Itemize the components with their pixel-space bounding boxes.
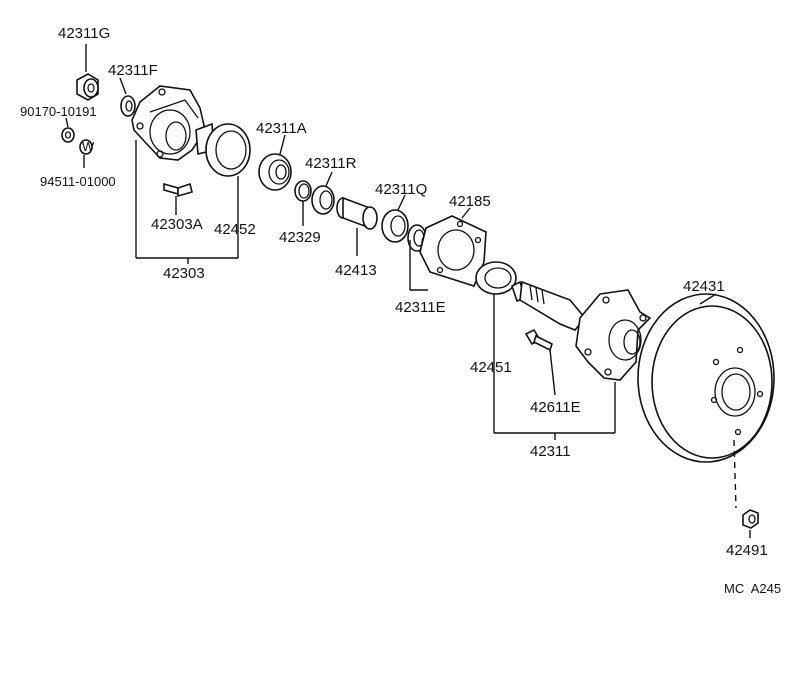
label-42303: 42303 — [163, 265, 205, 282]
seal-42451 — [475, 261, 517, 295]
diagram-code: MC A245 — [724, 581, 781, 596]
svg-text:W: W — [82, 139, 95, 154]
label-42185: 42185 — [449, 193, 491, 210]
label-42413: 42413 — [335, 262, 377, 279]
lock-nut-42311g — [76, 73, 99, 101]
leader-lines — [65, 44, 751, 538]
label-42311r: 42311R — [305, 155, 357, 172]
label-42431: 42431 — [683, 278, 725, 295]
label-42311g: 42311G — [58, 25, 110, 42]
label-42311q: 42311Q — [375, 181, 427, 198]
bearing-42311q — [381, 209, 409, 243]
nut-42491 — [742, 509, 759, 529]
label-42329: 42329 — [279, 229, 321, 246]
label-42303a: 42303A — [151, 216, 203, 233]
brake-disc-42431 — [637, 293, 775, 463]
label-42611e: 42611E — [530, 399, 581, 416]
nut-90170 — [61, 127, 75, 143]
label-42311f: 42311F — [108, 62, 158, 79]
oil-seal-42452 — [205, 123, 251, 177]
label-42491: 42491 — [726, 542, 768, 559]
washer-94511: W — [79, 139, 95, 155]
axle-shaft-42311 — [511, 280, 652, 381]
hub-bolt-42611e — [524, 328, 553, 352]
label-42311a: 42311A — [256, 120, 307, 137]
label-42452: 42452 — [214, 221, 256, 238]
bearing-42311a — [258, 153, 292, 191]
label-42451: 42451 — [470, 359, 512, 376]
label-94511-01000: 94511-01000 — [40, 174, 116, 189]
axle-carrier-42303 — [131, 85, 215, 161]
snap-ring-42329 — [294, 180, 312, 202]
label-42311e: 42311E — [395, 299, 446, 316]
spacer-42413 — [336, 196, 378, 230]
bearing-42311r — [311, 185, 335, 215]
label-90170-10191: 90170-10191 — [20, 104, 97, 119]
washer-42311f — [120, 95, 136, 117]
gasket-42185 — [419, 215, 487, 287]
bolt-42303a — [163, 182, 193, 198]
label-42311: 42311 — [530, 443, 571, 460]
